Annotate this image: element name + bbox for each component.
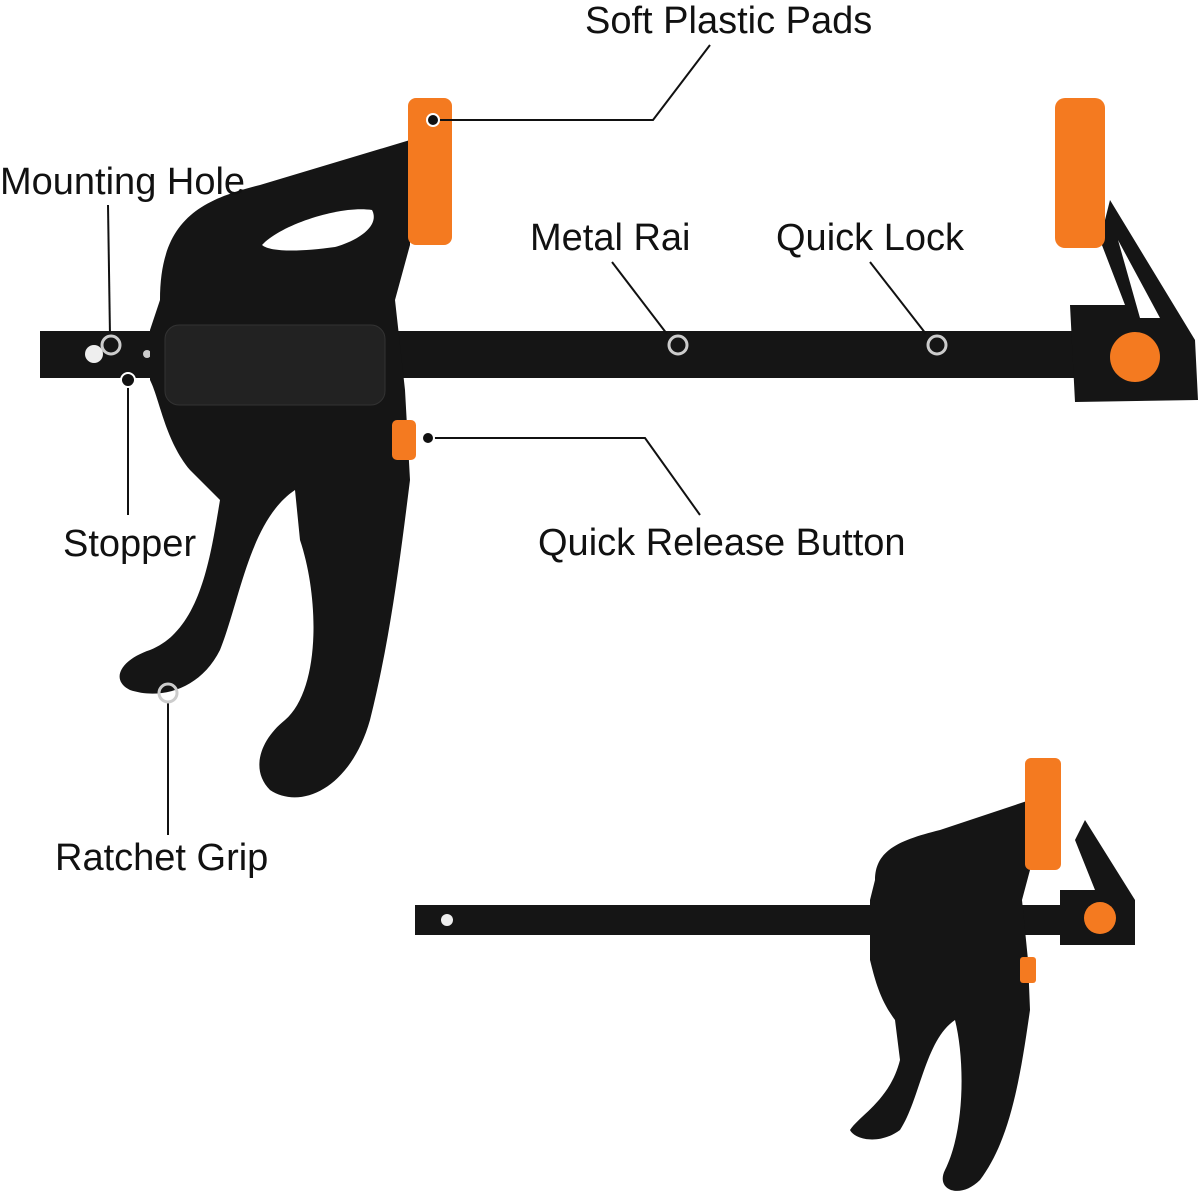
small-release-button — [1020, 957, 1036, 983]
quick-release-button — [392, 420, 416, 460]
leader-quick-lock — [869, 261, 927, 335]
small-mounting-hole — [441, 914, 453, 926]
marker-stopper — [120, 372, 136, 388]
marker-ratchet-grip — [157, 682, 179, 704]
marker-quick-release — [421, 431, 435, 445]
handle-body — [119, 140, 410, 798]
stopper-hole — [143, 350, 151, 358]
label-soft-plastic-pads: Soft Plastic Pads — [585, 0, 872, 42]
label-ratchet-grip: Ratchet Grip — [55, 837, 268, 879]
small-handle-body — [850, 800, 1030, 1191]
soft-pad-left — [408, 98, 452, 245]
marker-metal-rail — [667, 334, 689, 356]
leader-metal-rail — [611, 261, 668, 335]
large-clamp — [40, 98, 1198, 798]
handle-window — [262, 209, 374, 251]
small-clamp — [415, 758, 1135, 1191]
small-soft-pad — [1025, 758, 1061, 870]
body-panel — [164, 324, 386, 406]
marker-soft-pads — [426, 113, 440, 127]
leader-mounting-hole — [107, 204, 111, 337]
small-quick-lock-knob — [1084, 902, 1116, 934]
label-quick-release-button: Quick Release Button — [538, 522, 906, 564]
label-stopper: Stopper — [63, 523, 196, 565]
marker-quick-lock — [926, 334, 948, 356]
leader-soft-pads — [433, 44, 711, 121]
small-fixed-jaw — [1060, 820, 1135, 945]
mounting-hole — [85, 345, 103, 363]
jaw-window — [1118, 240, 1160, 318]
marker-mounting-hole — [100, 334, 122, 356]
soft-pad-right — [1055, 98, 1105, 248]
leader-quick-release — [428, 437, 701, 516]
label-quick-lock: Quick Lock — [776, 217, 965, 259]
quick-lock-knob — [1110, 332, 1160, 382]
fixed-jaw — [1070, 200, 1198, 402]
label-metal-rail: Metal Rai — [530, 217, 691, 259]
leaders — [100, 44, 948, 835]
label-mounting-hole: Mounting Hole — [0, 161, 245, 203]
